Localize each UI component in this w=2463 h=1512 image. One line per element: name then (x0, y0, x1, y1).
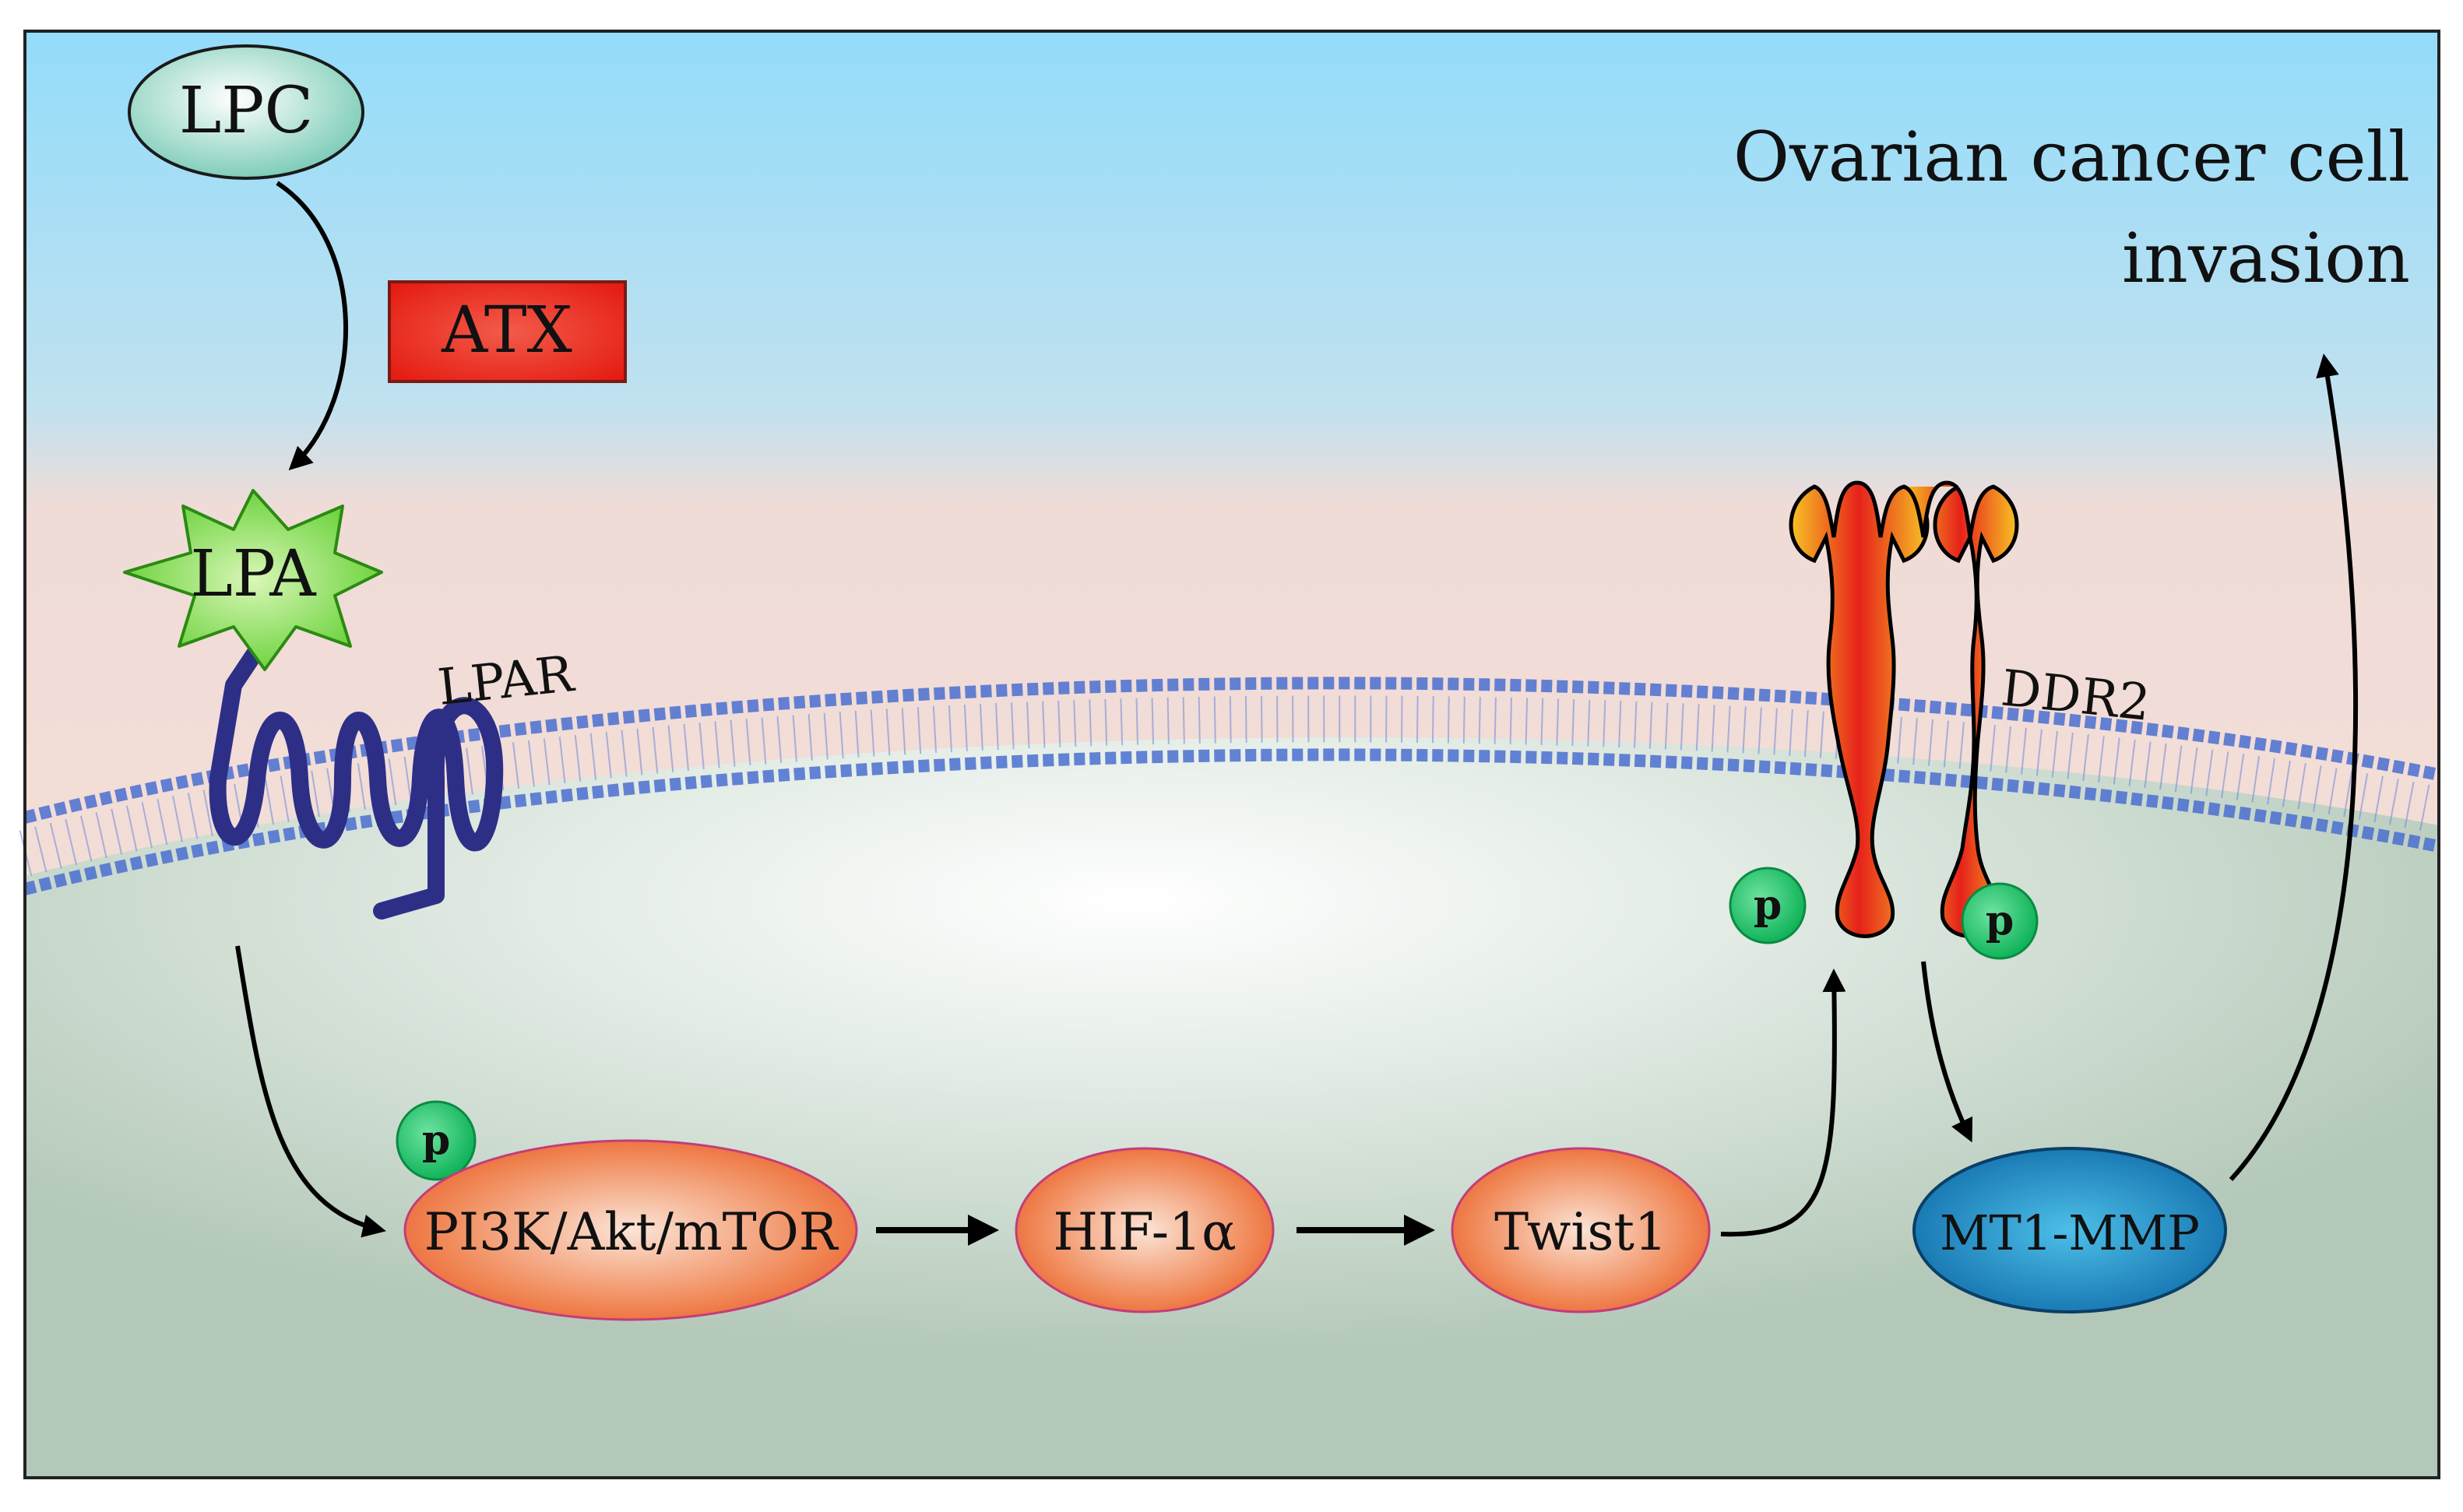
pi3k-node: PI3K/Akt/mTOR (403, 1139, 858, 1321)
mmp-label: MT1-MMP (1940, 1204, 2200, 1261)
ddr2-right-monomer (1902, 480, 2019, 938)
star-burst-icon (123, 489, 383, 671)
twist-to-ddr2-arrow (1720, 969, 1846, 1237)
phospho-badge-ddr2-left: p (1729, 867, 1807, 944)
ddr2-to-mmp-arrow (1921, 961, 1973, 1143)
mmp-to-invasion-arrow (2229, 353, 2359, 1182)
lpa-label: LPA (190, 537, 317, 611)
pi3k-label: PI3K/Akt/mTOR (424, 1202, 839, 1262)
atx-label: ATX (441, 294, 572, 367)
hif-node: HIF-1α (1015, 1147, 1275, 1313)
mmp-node: MT1-MMP (1912, 1147, 2227, 1313)
diagram-frame (23, 30, 2440, 1479)
svg-text:p: p (1754, 881, 1782, 929)
twist-node: Twist1 (1451, 1147, 1711, 1313)
phospho-badge-pi3k: p (396, 1100, 477, 1181)
outcome-label-line1: Ovarian cancer cell (1733, 117, 2410, 197)
lpar-to-pi3k-arrow (235, 945, 386, 1238)
outcome-label-line2: invasion (2122, 218, 2410, 298)
seven-transmembrane-receptor-icon (209, 630, 504, 920)
ddr2-left-monomer (1789, 480, 1930, 938)
lpa-node: LPA (123, 489, 383, 671)
lpar-label: LPAR (435, 645, 578, 717)
twist-label: Twist1 (1494, 1202, 1667, 1262)
atx-node: ATX (388, 280, 627, 383)
receptor-dimer-icon (1789, 480, 2019, 938)
lpc-label: LPC (179, 74, 313, 148)
cytoplasm-region (25, 737, 2439, 1478)
phospho-badge-ddr2-right: p (1961, 882, 2039, 960)
svg-text:p: p (1986, 897, 2014, 944)
hif-label: HIF-1α (1053, 1202, 1236, 1262)
lpc-node: LPC (128, 44, 364, 180)
lpc-to-lpa-arrow (276, 181, 348, 471)
svg-text:p: p (422, 1116, 450, 1164)
